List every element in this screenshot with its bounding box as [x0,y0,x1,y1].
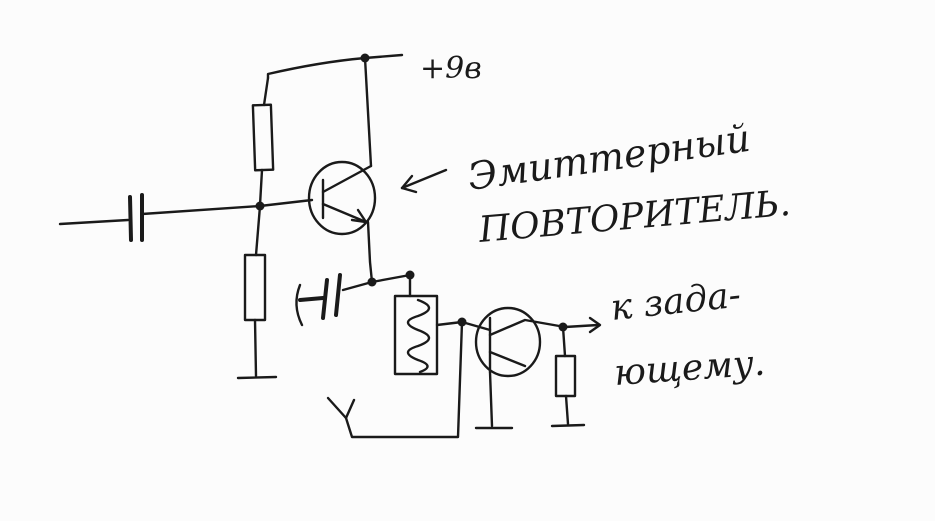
caption-line-1: Эмиттерный [465,116,753,199]
output-label-line-2: ющему. [613,343,767,394]
bias-resistor-bottom [236,204,278,380]
coupling-capacitor [295,273,374,327]
bias-resistor-top [251,76,275,207]
emitter-node [367,270,415,287]
transistor-1 [307,160,377,284]
ground-1 [236,375,278,380]
ground-3 [550,423,586,428]
load-resistor [550,325,586,428]
pointer-arrow [400,168,448,194]
supply-label: +9в [420,51,482,86]
transistor-2 [457,306,602,430]
antenna [326,320,464,439]
supply-rail [266,53,404,168]
inductor [393,273,464,376]
output-label-line-1: к зада- [609,275,743,329]
caption-line-2: ПОВТОРИТЕЛЬ. [476,183,792,251]
input-capacitor [58,193,314,242]
